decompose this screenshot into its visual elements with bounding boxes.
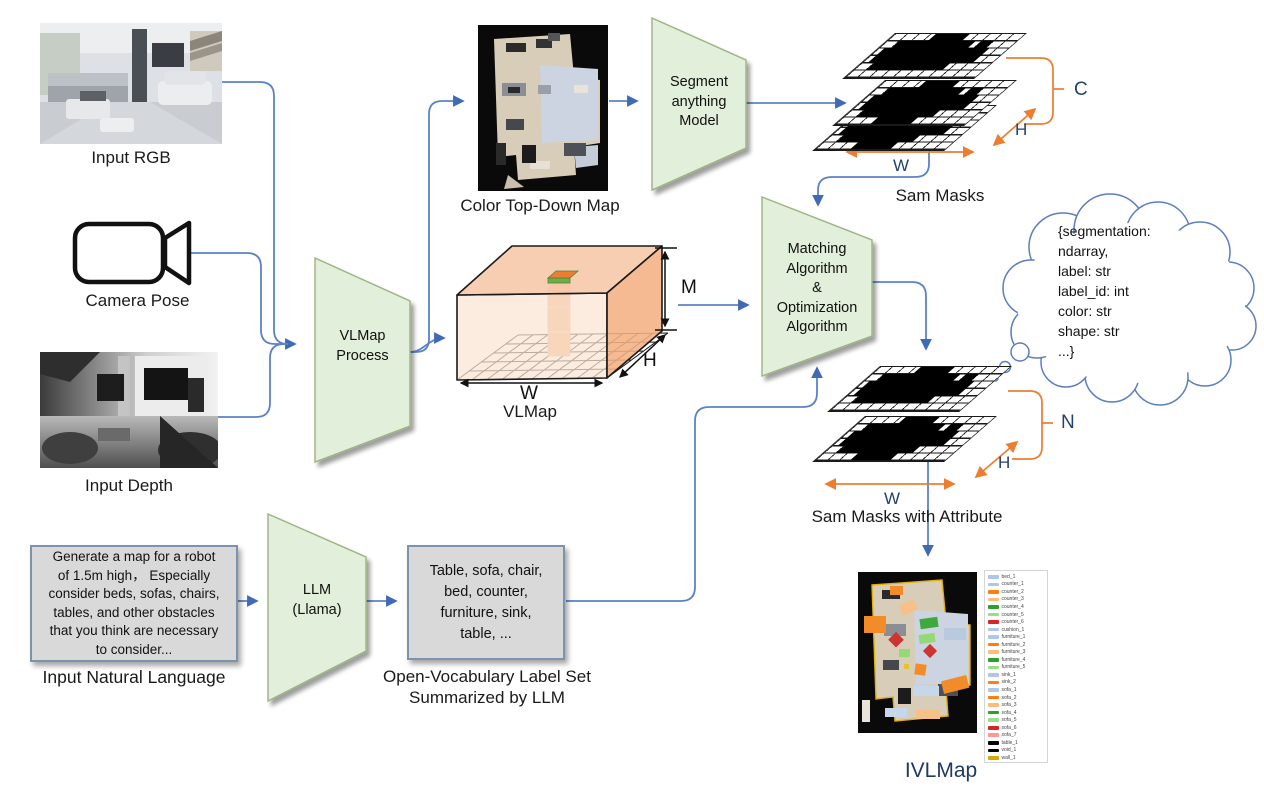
llm-label: LLM (Llama) — [292, 582, 342, 618]
legend-item: sofa_4 — [988, 709, 1047, 717]
matching-algorithm-label: Matching Algorithm & Optimization Algori… — [776, 241, 858, 335]
sam-masks-dim-w: W — [893, 156, 910, 175]
sam-masks-attr-stack — [812, 358, 1015, 468]
connector-vlmapprocess-to-vlmap3d — [409, 332, 446, 353]
legend-item: sofa_5 — [988, 716, 1047, 724]
natural-language-box: Generate a map for a robot of 1.5m high，… — [30, 545, 238, 662]
input-depth-caption: Input Depth — [85, 476, 173, 495]
matching-algorithm-shape — [761, 195, 873, 377]
sam-masks-dimensions — [845, 57, 1064, 158]
label-set-box: Table, sofa, chair, bed, counter, furnit… — [407, 545, 565, 660]
legend-item: sofa_6 — [988, 724, 1047, 732]
camera-pose-caption: Camera Pose — [85, 291, 190, 310]
input-rgb-caption: Input RGB — [91, 148, 171, 167]
legend-item: counter_5 — [988, 611, 1047, 619]
legend-item: sofa_1 — [988, 686, 1047, 694]
sam-mask-attr-layer — [812, 416, 997, 462]
connector-masks-to-matching — [812, 150, 930, 207]
color-top-down-map-image — [478, 25, 608, 191]
connector-lines — [191, 81, 934, 607]
connector-matching-to-attrmasks — [872, 281, 932, 351]
vlmap-process-label: VLMap Process — [336, 328, 389, 364]
vlmap-dim-h: H — [643, 350, 657, 371]
sam-masks-attr-dim-w: W — [884, 489, 901, 508]
sam-masks-stack — [812, 25, 1035, 155]
vlmap-dim-w: W — [520, 383, 538, 404]
llm-shape — [267, 512, 367, 703]
legend-item: furniture_1 — [988, 633, 1047, 641]
process-trapezoids — [267, 16, 873, 703]
legend-item: sofa_7 — [988, 731, 1047, 739]
sam-mask-layer — [832, 80, 1017, 126]
vlmap-front-face — [456, 292, 608, 381]
camera-icon — [72, 220, 192, 286]
legend-item: furniture_2 — [988, 641, 1047, 649]
vlmap-3d-box — [456, 245, 677, 388]
legend-item: sink_1 — [988, 671, 1047, 679]
legend-item: counter_1 — [988, 581, 1047, 589]
sam-masks-dim-h: H — [1015, 120, 1028, 139]
legend-item: counter_6 — [988, 618, 1047, 626]
vlmap-process-shape — [314, 256, 411, 464]
input-rgb-image — [40, 23, 222, 144]
connector-depth-to-vlmapprocess — [218, 343, 288, 418]
thought-bubble-large — [1010, 342, 1030, 362]
connector-camera-to-vlmapprocess — [191, 252, 288, 345]
legend-item: counter_3 — [988, 596, 1047, 604]
legend-item: sink_2 — [988, 679, 1047, 687]
ivlmap-caption: IVLMap — [904, 759, 978, 782]
legend-item: counter_4 — [988, 603, 1047, 611]
sam-masks-attr-dimensions — [824, 390, 1053, 490]
sam-masks-attr-dim-h: H — [998, 453, 1011, 472]
legend-item: void_1 — [988, 747, 1047, 755]
color-top-down-caption: Color Top-Down Map — [460, 196, 620, 215]
sam-masks-caption: Sam Masks — [895, 186, 985, 205]
sam-mask-attr-layer — [827, 366, 1012, 412]
vlmap-caption: VLMap — [503, 402, 557, 421]
natural-language-caption: Input Natural Language — [42, 667, 226, 687]
legend-item: table_1 — [988, 739, 1047, 747]
legend-item: sofa_2 — [988, 694, 1047, 702]
legend-item: furniture_5 — [988, 664, 1047, 672]
legend-item: wall_1 — [988, 754, 1047, 762]
legend-item: furniture_4 — [988, 656, 1047, 664]
connector-rgb-to-vlmapprocess — [222, 81, 297, 350]
vlmap-dim-m: M — [681, 277, 697, 298]
sam-masks-attr-dim-n: N — [1061, 412, 1075, 433]
attribute-cloud-text: {segmentation: ndarray, label: str label… — [1058, 223, 1151, 359]
legend-item: furniture_3 — [988, 648, 1047, 656]
vlmap-dimension-arrows — [459, 247, 677, 388]
legend-item: cushion_1 — [988, 626, 1047, 634]
legend-item: bed_1 — [988, 573, 1047, 581]
ivlmap-image — [858, 572, 977, 733]
sam-masks-dim-c: C — [1074, 79, 1088, 100]
legend-item: counter_2 — [988, 588, 1047, 596]
label-set-caption: Open-Vocabulary Label Set Summarized by … — [383, 667, 591, 707]
sam-masks-attr-caption: Sam Masks with Attribute — [811, 507, 1003, 526]
attribute-cloud-shape — [991, 193, 1257, 406]
connector-vlmapprocess-to-topdown — [410, 95, 465, 353]
connector-labelset-to-matching — [566, 366, 823, 602]
input-depth-image — [40, 352, 218, 468]
vlmap-column-cap — [546, 270, 580, 284]
segment-anything-label: Segment anything Model — [669, 74, 729, 129]
segment-anything-shape — [651, 16, 747, 192]
legend-item: sofa_3 — [988, 701, 1047, 709]
sam-mask-layer — [842, 33, 1027, 79]
